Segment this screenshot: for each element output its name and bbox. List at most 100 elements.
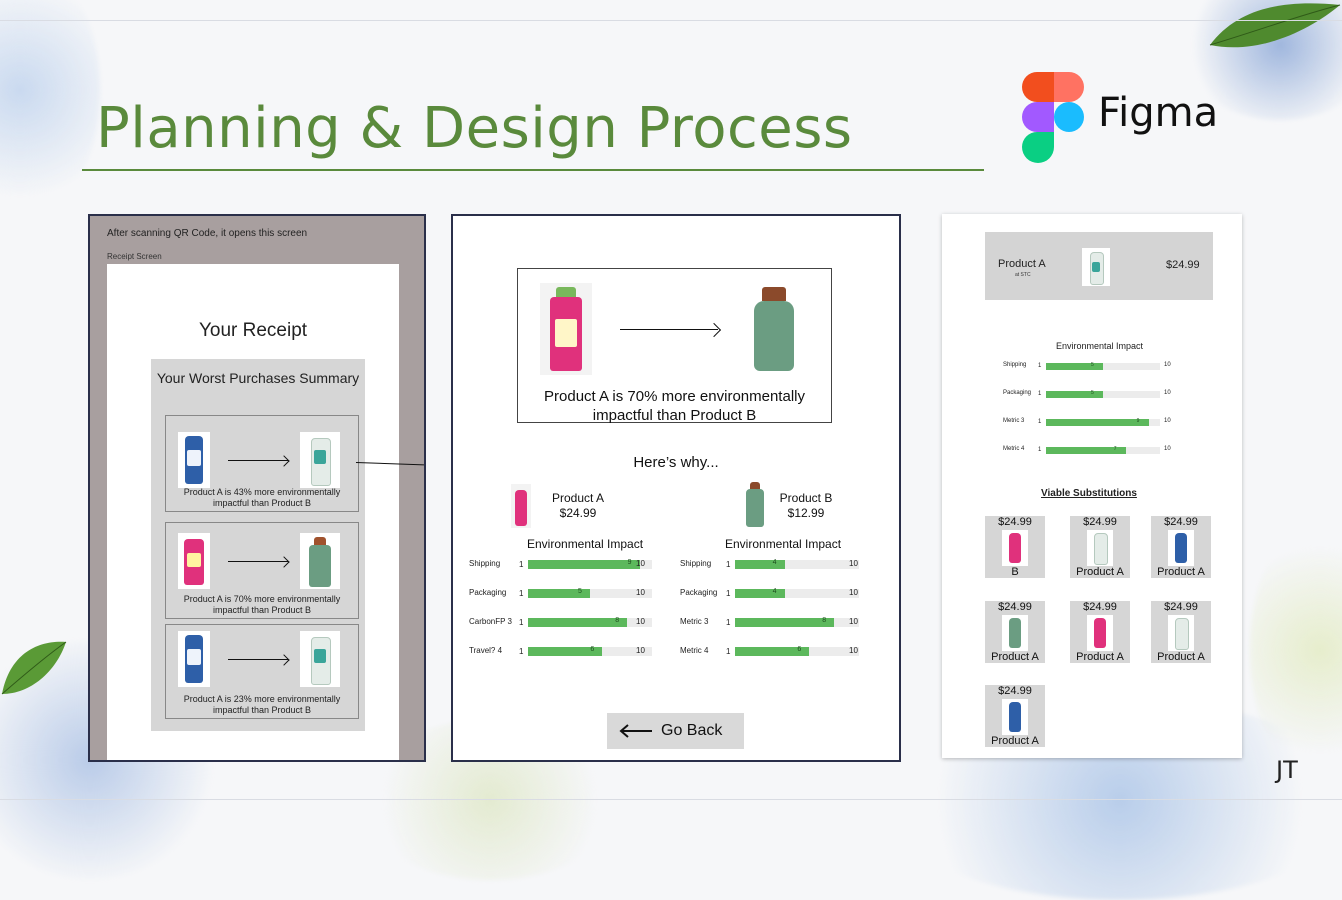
metric-label: Shipping: [680, 559, 712, 568]
scale-max: 10: [636, 588, 645, 597]
impact-bar-fill: [1046, 391, 1103, 398]
impact-bar-value: 8: [822, 617, 827, 624]
metric-label: Metric 3: [680, 617, 709, 626]
comparison-hero: Product A is 70% more environmentally im…: [517, 268, 832, 424]
receipt-title: Your Receipt: [198, 320, 308, 341]
scale-min: 1: [519, 647, 524, 656]
product-b-image: [744, 283, 804, 375]
metric-label: Packaging: [1003, 390, 1032, 396]
impact-bar-fill: [528, 647, 603, 656]
arrow-icon: [228, 460, 288, 461]
impact-bar-track: 6: [735, 646, 859, 656]
impact-bar-track: 5: [528, 588, 652, 598]
substitutions-heading: Viable Substitutions: [1041, 488, 1137, 499]
comparison-detail-frame: Product A is 70% more environmentally im…: [451, 214, 901, 762]
summary-title: Your Worst Purchases Summary: [156, 370, 360, 386]
scale-max: 10: [1164, 362, 1171, 368]
leaf-bottom-left-icon: [1, 641, 67, 695]
scale-max: 10: [636, 559, 645, 568]
impact-bar-fill: [735, 589, 785, 598]
bottom-rule: [0, 799, 1342, 800]
scale-max: 10: [1164, 418, 1171, 424]
scale-min: 1: [519, 618, 524, 627]
go-back-label: Go Back: [661, 722, 723, 739]
substitution-image: [1087, 615, 1113, 651]
substitution-name: Product A: [991, 651, 1039, 663]
header-product-name: Product A: [998, 258, 1046, 270]
metric-label: Shipping: [1003, 362, 1027, 368]
arrow-icon: [620, 329, 718, 330]
impact-bar-value: 4: [772, 588, 777, 595]
impact-bar-value: 8: [615, 617, 620, 624]
substitution-price: $24.99: [1164, 516, 1198, 528]
product-a-image: [178, 432, 210, 488]
impact-bar-value: 9: [1136, 418, 1140, 424]
scale-max: 10: [849, 588, 858, 597]
impact-bar-value: 9: [627, 559, 632, 566]
product-a-image: [178, 631, 210, 687]
substitution-name: Product A: [1076, 651, 1124, 663]
scale-min: 1: [1038, 391, 1042, 397]
comparison-card[interactable]: Product A is 70% more environmentally im…: [165, 522, 359, 619]
product-b-name: Product B: [779, 491, 833, 505]
frame-note: After scanning QR Code, it opens this sc…: [107, 228, 308, 239]
why-heading: Here’s why...: [633, 454, 719, 471]
impact-bar-track: 5: [1046, 362, 1160, 370]
scale-max: 10: [636, 646, 645, 655]
impact-bar-fill: [1046, 447, 1126, 454]
impact-bar-track: 4: [735, 559, 859, 569]
scale-max: 10: [1164, 446, 1171, 452]
product-a-image: [540, 283, 592, 375]
comparison-card[interactable]: Product A is 23% more environmentally im…: [165, 624, 359, 719]
impact-bar-fill: [528, 560, 640, 569]
impact-heading-b: Environmental Impact: [725, 537, 842, 551]
comparison-text: Product A is 70% more environmentally im…: [183, 594, 341, 615]
impact-bar-fill: [735, 618, 835, 627]
comparison-card[interactable]: Product A is 43% more environmentally im…: [165, 415, 359, 512]
arrow-icon: [228, 561, 288, 562]
arrow-icon: [228, 659, 288, 660]
impact-bar-value: 5: [1091, 390, 1094, 396]
metric-label: Shipping: [469, 559, 501, 568]
receipt-screen: Your Receipt Your Worst Purchases Summar…: [107, 264, 399, 760]
product-a-name: Product A: [551, 491, 605, 505]
impact-bar-track: 6: [528, 646, 652, 656]
screen-label: Receipt Screen: [107, 252, 162, 261]
substitution-image: [1002, 530, 1028, 566]
impact-bar-fill: [735, 647, 810, 656]
substitution-image: [1168, 615, 1194, 651]
substitution-price: $24.99: [998, 516, 1032, 528]
scale-max: 10: [1164, 390, 1171, 396]
impact-bar-fill: [528, 589, 590, 598]
substitution-name: Product A: [1157, 651, 1205, 663]
substitution-image: [1002, 615, 1028, 651]
product-header-card[interactable]: Product A at STC $24.99: [985, 232, 1213, 300]
impact-bar-fill: [735, 560, 785, 569]
comparison-text: Product A is 43% more environmentally im…: [183, 487, 341, 508]
go-back-button[interactable]: Go Back: [607, 713, 744, 749]
author-initials: JT: [1276, 756, 1298, 784]
impact-bar-value: 6: [590, 646, 595, 653]
figma-logo-icon: [1022, 72, 1084, 163]
comparison-text: Product A is 70% more environmentally im…: [544, 388, 805, 424]
metric-label: Metric 3: [1003, 418, 1025, 424]
scale-min: 1: [1038, 447, 1042, 453]
impact-bar-value: 5: [1091, 362, 1094, 368]
receipt-frame: After scanning QR Code, it opens this sc…: [88, 214, 426, 762]
product-b-thumbnail: [743, 480, 767, 528]
product-b-image: [300, 432, 340, 488]
substitution-name: B: [1011, 566, 1019, 578]
substitution-name: Product A: [991, 735, 1039, 747]
scale-min: 1: [1038, 419, 1042, 425]
scale-min: 1: [726, 589, 731, 598]
scale-min: 1: [726, 618, 731, 627]
scale-max: 10: [849, 559, 858, 568]
impact-bar-track: 7: [1046, 446, 1160, 454]
